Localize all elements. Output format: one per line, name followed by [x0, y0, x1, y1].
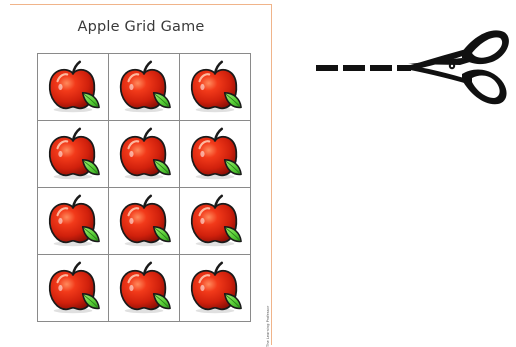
apple-icon	[115, 259, 173, 317]
grid-cell[interactable]	[180, 188, 251, 255]
apple-icon	[115, 125, 173, 183]
apple-icon	[115, 192, 173, 250]
grid-cell[interactable]	[180, 54, 251, 121]
apple-icon	[186, 192, 244, 250]
page-title: Apple Grid Game	[77, 19, 205, 35]
apple-icon	[186, 58, 244, 116]
apple-icon	[115, 58, 173, 116]
grid-cell[interactable]	[109, 54, 180, 121]
grid-cell[interactable]	[180, 255, 251, 322]
apple-icon	[44, 192, 102, 250]
grid-cell[interactable]	[38, 255, 109, 322]
cut-line-dash	[316, 65, 338, 71]
grid-cell[interactable]	[109, 188, 180, 255]
game-sheet: Apple Grid Game The Learning Professor	[10, 4, 272, 347]
grid-cell[interactable]	[180, 121, 251, 188]
apple-icon	[44, 125, 102, 183]
apple-icon	[186, 125, 244, 183]
cut-line-dash	[343, 65, 365, 71]
apple-icon	[44, 259, 102, 317]
cut-line-dash	[370, 65, 392, 71]
apple-icon	[186, 259, 244, 317]
apple-grid	[37, 53, 251, 322]
credit-text: The Learning Professor	[266, 305, 270, 347]
grid-cell[interactable]	[109, 255, 180, 322]
cut-guide	[312, 18, 516, 136]
scissors-icon	[316, 30, 509, 105]
grid-cell[interactable]	[109, 121, 180, 188]
grid-cell[interactable]	[38, 54, 109, 121]
apple-icon	[44, 58, 102, 116]
grid-cell[interactable]	[38, 188, 109, 255]
grid-cell[interactable]	[38, 121, 109, 188]
